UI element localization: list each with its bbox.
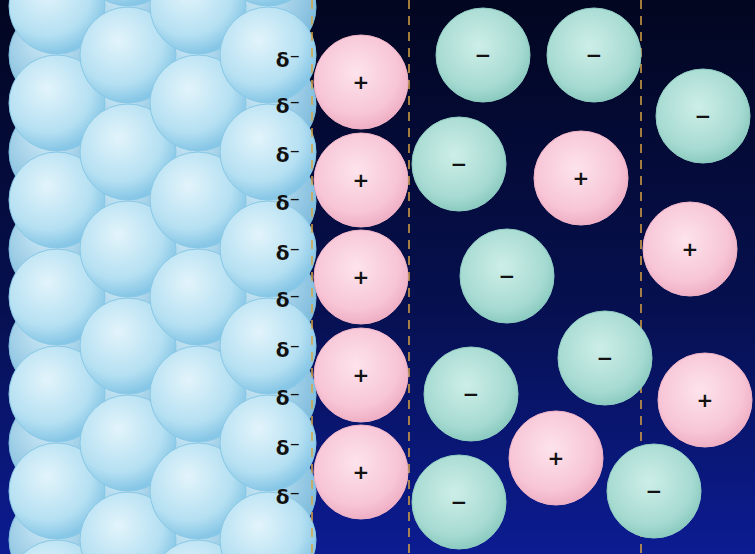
partial-charge-label: δ⁻ [276, 145, 300, 165]
ion-circle [558, 311, 652, 405]
metal-atom [220, 104, 316, 200]
ion-circle [314, 35, 408, 129]
anion-circle: − [411, 116, 507, 212]
partial-charge-label: δ⁻ [276, 388, 300, 408]
ion-circle [412, 455, 506, 549]
ion-circle [314, 133, 408, 227]
ion-circle [314, 328, 408, 422]
anion-circle: − [606, 443, 702, 539]
metal-atom [220, 395, 316, 491]
ion-circle [314, 425, 408, 519]
ion-circle [314, 230, 408, 324]
anion-circle: − [423, 346, 519, 442]
metal-atom [220, 0, 316, 6]
cation-circle: + [533, 130, 629, 226]
cation-circle: + [508, 410, 604, 506]
ion-circle [509, 411, 603, 505]
charge-sign: + [353, 462, 370, 482]
cation-circle: + [313, 229, 409, 325]
partial-charge-label: δ⁻ [276, 290, 300, 310]
charge-sign: − [695, 106, 712, 126]
partial-charge-label: δ⁻ [276, 50, 300, 70]
ion-circle [534, 131, 628, 225]
ion-circle [424, 347, 518, 441]
ion-circle [547, 8, 641, 102]
anion-circle: − [546, 7, 642, 103]
ion-circle [643, 202, 737, 296]
charge-sign: + [353, 72, 370, 92]
cation-circle: + [313, 34, 409, 130]
charge-sign: − [597, 348, 614, 368]
charge-sign: − [451, 154, 468, 174]
cation-circle: + [657, 352, 753, 448]
ion-circle [436, 8, 530, 102]
charge-sign: − [499, 266, 516, 286]
anion-circle: − [435, 7, 531, 103]
ion-circle [412, 117, 506, 211]
charge-sign: − [463, 384, 480, 404]
ion-circle [460, 229, 554, 323]
partial-charge-label: δ⁻ [276, 487, 300, 507]
charge-sign: + [548, 448, 565, 468]
cation-circle: + [313, 327, 409, 423]
metal-atom [220, 492, 316, 554]
layer-boundary-lines [312, 0, 641, 554]
boundary-line [311, 0, 313, 554]
charge-sign: + [353, 365, 370, 385]
cation-circle: + [313, 132, 409, 228]
partial-charge-label: δ⁻ [276, 438, 300, 458]
metal-atoms-front [9, 0, 316, 554]
ion-circle [656, 69, 750, 163]
anion-circle: − [557, 310, 653, 406]
charge-sign: + [573, 168, 590, 188]
cation-circle: + [313, 424, 409, 520]
cation-circle: + [642, 201, 738, 297]
charge-sign: − [451, 492, 468, 512]
partial-charge-label: δ⁻ [276, 243, 300, 263]
anion-circle: − [655, 68, 751, 164]
partial-charge-label: δ⁻ [276, 340, 300, 360]
charge-sign: + [353, 170, 370, 190]
metal-atom [220, 201, 316, 297]
anion-circle: − [459, 228, 555, 324]
charge-sign: + [682, 239, 699, 259]
partial-charge-label: δ⁻ [276, 96, 300, 116]
anion-circle: − [411, 454, 507, 550]
charge-sign: − [646, 481, 663, 501]
partial-charge-label: δ⁻ [276, 193, 300, 213]
metal-atom [220, 298, 316, 394]
ion-circle [658, 353, 752, 447]
metal-atom [220, 7, 316, 103]
charge-sign: − [586, 45, 603, 65]
metal-atoms-back [9, 0, 316, 554]
ion-circle [607, 444, 701, 538]
charge-sign: − [475, 45, 492, 65]
charge-sign: + [353, 267, 370, 287]
charge-sign: + [697, 390, 714, 410]
